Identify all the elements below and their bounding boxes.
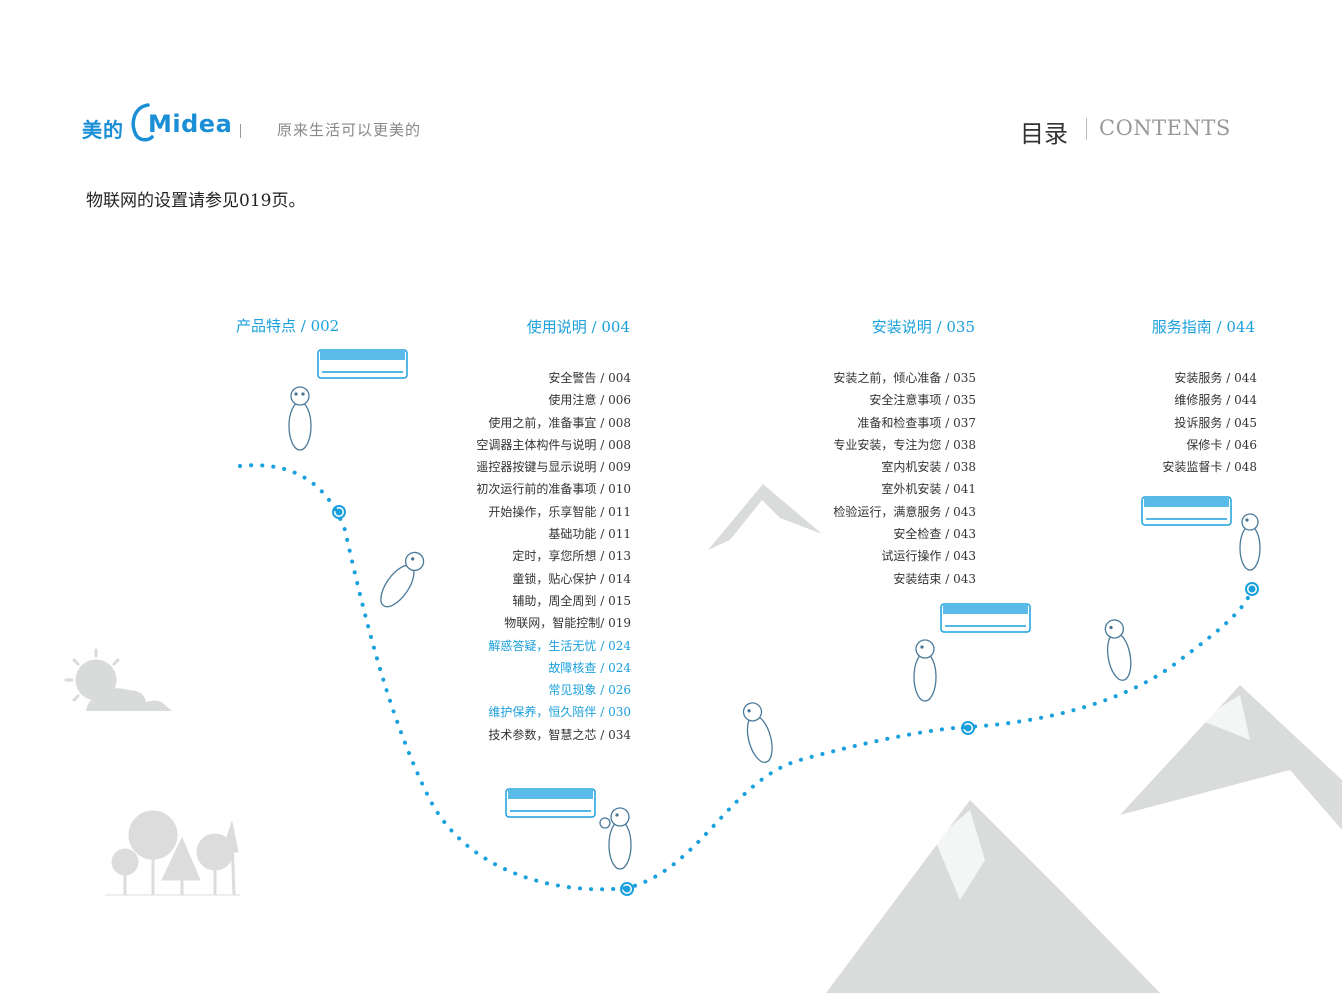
toc-entry[interactable]: 物联网，智能控制/ 019 — [504, 616, 631, 631]
air-conditioner-icon — [317, 349, 1232, 818]
toc-entry[interactable]: 安全注意事项 / 035 — [869, 393, 976, 408]
toc-entry[interactable]: 开始操作，乐享智能 / 011 — [488, 504, 631, 519]
section-heading-service[interactable]: 服务指南 / 044 — [1151, 318, 1255, 336]
toc-entry[interactable]: 解惑答疑，生活无忧 / 024 — [488, 638, 631, 653]
toc-title-en: CONTENTS — [1099, 116, 1231, 140]
midea-logo-icon — [131, 103, 154, 142]
toc-entry[interactable]: 安全检查 / 043 — [893, 527, 976, 542]
toc-entry[interactable]: 使用注意 / 006 — [548, 393, 631, 408]
section-heading-install[interactable]: 安装说明 / 035 — [871, 318, 975, 336]
toc-entry[interactable]: 安装结束 / 043 — [893, 571, 976, 586]
toc-entry[interactable]: 试运行操作 / 043 — [881, 549, 976, 564]
toc-entry[interactable]: 安装之前，倾心准备 / 035 — [833, 371, 976, 385]
toc-entry[interactable]: 安装服务 / 044 — [1174, 371, 1257, 385]
sun-cloud-icon — [64, 648, 172, 711]
section-heading-usage[interactable]: 使用说明 / 004 — [526, 318, 630, 336]
service-toc-list: 安装服务 / 044 维修服务 / 044 投诉服务 / 045 保修卡 / 046 安… — [1162, 367, 1257, 478]
toc-title-divider — [1086, 118, 1087, 140]
toc-entry[interactable]: 常见现象 / 026 — [548, 683, 631, 698]
usage-toc-list: 安全警告 / 004 使用注意 / 006 使用之前，准备事宜 / 008 空调器主体… — [476, 367, 631, 746]
toc-entry[interactable]: 检验运行，满意服务 / 043 — [833, 504, 976, 519]
toc-entry[interactable]: 故障核查 / 024 — [548, 660, 631, 675]
toc-entry[interactable]: 基础功能 / 011 — [548, 527, 631, 542]
polar-bear-icon — [288, 386, 1261, 870]
logo-cn: 美的 — [82, 118, 124, 142]
toc-entry[interactable]: 遥控器按键与显示说明 / 009 — [476, 460, 631, 475]
toc-entry[interactable]: 安装监督卡 / 048 — [1162, 460, 1257, 475]
iot-note: 物联网的设置请参见019页。 — [86, 191, 306, 211]
toc-entry[interactable]: 童锁，贴心保护 / 014 — [512, 571, 631, 586]
mountain-icon — [708, 484, 1342, 993]
waypoint-icon — [332, 505, 1259, 896]
journey-path — [238, 463, 1254, 892]
trees-icon — [105, 810, 240, 896]
toc-entry[interactable]: 安全警告 / 004 — [548, 371, 631, 385]
toc-entry[interactable]: 使用之前，准备事宜 / 008 — [488, 415, 631, 430]
header-divider — [240, 124, 241, 138]
toc-entry[interactable]: 专业安装，专注为您 / 038 — [833, 437, 976, 452]
toc-title: 目录 — [1020, 120, 1068, 148]
toc-entry[interactable]: 定时，享您所想 / 013 — [512, 549, 631, 564]
toc-entry[interactable]: 维护保养，恒久陪伴 / 030 — [488, 705, 631, 720]
toc-entry[interactable]: 准备和检查事项 / 037 — [857, 415, 976, 430]
toc-entry[interactable]: 室外机安装 / 041 — [881, 482, 976, 497]
toc-entry[interactable]: 技术参数，智慧之芯 / 034 — [488, 727, 631, 742]
install-toc-list: 安装之前，倾心准备 / 035 安全注意事项 / 035 准备和检查事项 / 037… — [833, 367, 976, 590]
toc-entry[interactable]: 空调器主体构件与说明 / 008 — [476, 437, 631, 452]
logo-en: Midea — [148, 110, 233, 138]
toc-entry[interactable]: 保修卡 / 046 — [1186, 437, 1257, 452]
toc-entry[interactable]: 辅助，周全周到 / 015 — [512, 593, 631, 608]
slogan: 原来生活可以更美的 — [277, 121, 422, 139]
toc-entry[interactable]: 维修服务 / 044 — [1174, 393, 1257, 408]
toc-entry[interactable]: 初次运行前的准备事项 / 010 — [476, 482, 631, 497]
section-heading-features[interactable]: 产品特点 / 002 — [236, 317, 340, 335]
toc-entry[interactable]: 投诉服务 / 045 — [1174, 415, 1257, 430]
toc-entry[interactable]: 室内机安装 / 038 — [881, 460, 976, 475]
